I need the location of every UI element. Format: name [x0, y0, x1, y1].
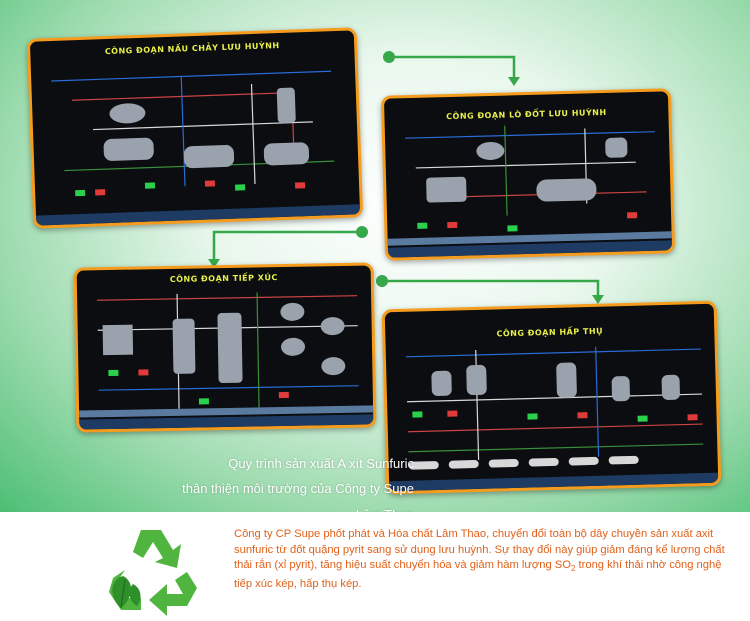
flow-connectors — [208, 51, 604, 304]
panel-sulfur-burning: CÔNG ĐOẠN LÒ ĐỐT LƯU HUỲNH — [380, 88, 676, 261]
caption-line-1: Quy trình sản xuất A xít Sunfuric — [228, 456, 414, 471]
arrowhead — [208, 259, 220, 268]
arrowhead — [508, 77, 520, 86]
connector-dot — [383, 51, 395, 63]
process-diagram — [405, 346, 704, 470]
connector-dot — [376, 275, 388, 287]
panel-contact: CÔNG ĐOẠN TIẾP XÚC — [73, 262, 377, 433]
connector-dot — [356, 226, 368, 238]
so2-subscript: 2 — [570, 564, 576, 574]
description-tail: trong khí thải nhờ công nghệ tiếp xúc ké… — [234, 559, 722, 591]
process-diagram — [51, 70, 335, 197]
description-body: Công ty CP Supe phốt phát và Hóa chất Lâ… — [234, 528, 725, 572]
panel-absorption: CÔNG ĐOẠN HẤP THỤ — [381, 300, 722, 495]
recycle-leaf-icon — [109, 530, 197, 616]
caption-line-2: thân thiện môi trường của Công ty Supe L… — [182, 481, 414, 512]
connector-2-3 — [212, 230, 362, 260]
panel-sulfur-melting: CÔNG ĐOẠN NẤU CHẢY LƯU HUỲNH — [26, 27, 364, 229]
connector-1-2 — [389, 55, 516, 78]
connector-3-4 — [382, 279, 600, 296]
process-diagram — [404, 125, 655, 232]
description-text: Công ty CP Supe phốt phát và Hóa chất Lâ… — [234, 527, 734, 593]
process-diagram — [97, 292, 359, 409]
hero-section: CÔNG ĐOẠN NẤU CHẢY LƯU HUỲNH CÔNG ĐOẠN L… — [0, 0, 750, 512]
arrowhead — [592, 295, 604, 304]
